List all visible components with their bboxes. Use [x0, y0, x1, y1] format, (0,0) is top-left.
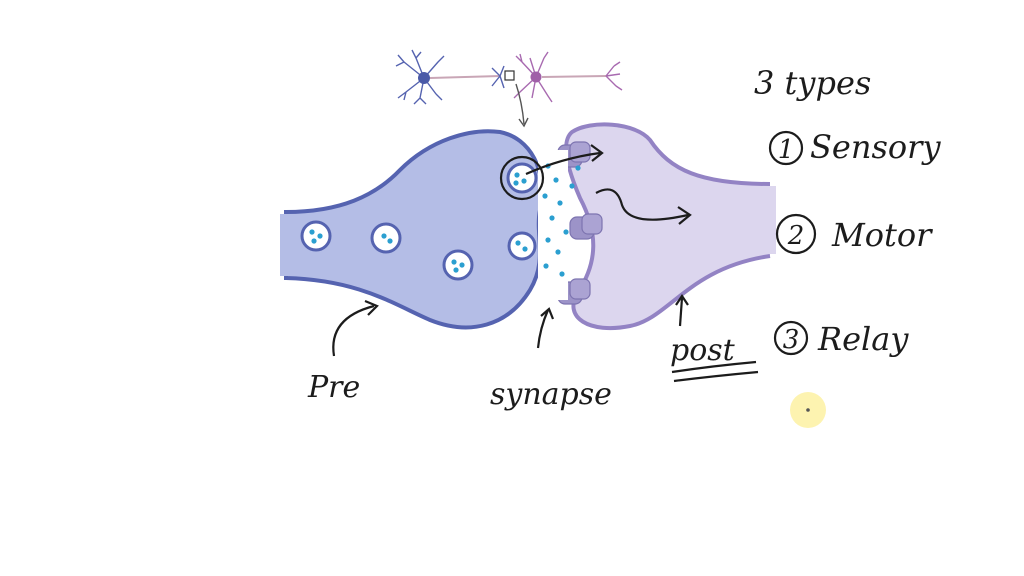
sensory-neuron-soma — [418, 72, 430, 84]
highlighted-vesicle — [506, 162, 538, 194]
axon-line — [429, 75, 501, 79]
zoom-box-marker — [504, 70, 515, 81]
post-pointer-arrow-head — [675, 294, 689, 306]
pre-label: Pre — [307, 370, 360, 405]
synaptic-vesicle — [370, 222, 402, 254]
type-3-number: 3 — [783, 325, 800, 355]
zoom-arrow-icon — [515, 83, 525, 125]
synaptic-vesicle — [442, 249, 474, 281]
relay-neuron-soma — [530, 71, 542, 83]
receptor-middle — [569, 213, 603, 240]
motor-terminal-icon — [605, 61, 623, 91]
sensory-neuron-icon — [395, 49, 445, 105]
axon-terminal-icon — [491, 65, 505, 89]
signal-arrow-icon — [595, 188, 689, 221]
cursor-dot — [806, 408, 810, 412]
postsynaptic-terminal — [564, 122, 771, 331]
post-pointer-arrow-icon — [678, 297, 684, 327]
synapse-pointer-arrow-icon — [536, 309, 550, 349]
fusing-vesicle — [507, 231, 537, 261]
synaptic-vesicle — [300, 220, 332, 252]
post-underline — [671, 360, 757, 374]
pre-pointer-arrow-head — [364, 299, 379, 316]
type-2-label: Motor — [831, 216, 933, 254]
type-1-number: 1 — [778, 135, 795, 165]
axon-line-2 — [541, 75, 607, 78]
type-1-label: Sensory — [810, 128, 941, 166]
neuron-chain-thumbnail — [395, 49, 623, 128]
number-circle-3 — [773, 320, 809, 356]
zoom-arrow-head — [518, 117, 529, 128]
release-arrow-icon — [525, 151, 601, 176]
pre-pointer-arrow-icon — [332, 304, 375, 357]
vesicle-highlight-circle — [499, 155, 545, 201]
post-label: post — [670, 333, 736, 368]
number-circle-1 — [768, 130, 804, 166]
post-underline-2 — [673, 370, 759, 383]
signal-arrow-head — [677, 206, 692, 225]
postsynaptic-tail — [764, 186, 776, 254]
number-circle-2 — [775, 213, 817, 255]
type-2-number: 2 — [787, 221, 805, 251]
presynaptic-tail — [280, 214, 288, 276]
release-arrow-head — [590, 144, 604, 162]
synapse-label: synapse — [490, 377, 612, 412]
types-heading: 3 types — [754, 64, 871, 102]
synapse-pointer-arrow-head — [540, 307, 555, 320]
type-3-label: Relay — [817, 320, 909, 358]
